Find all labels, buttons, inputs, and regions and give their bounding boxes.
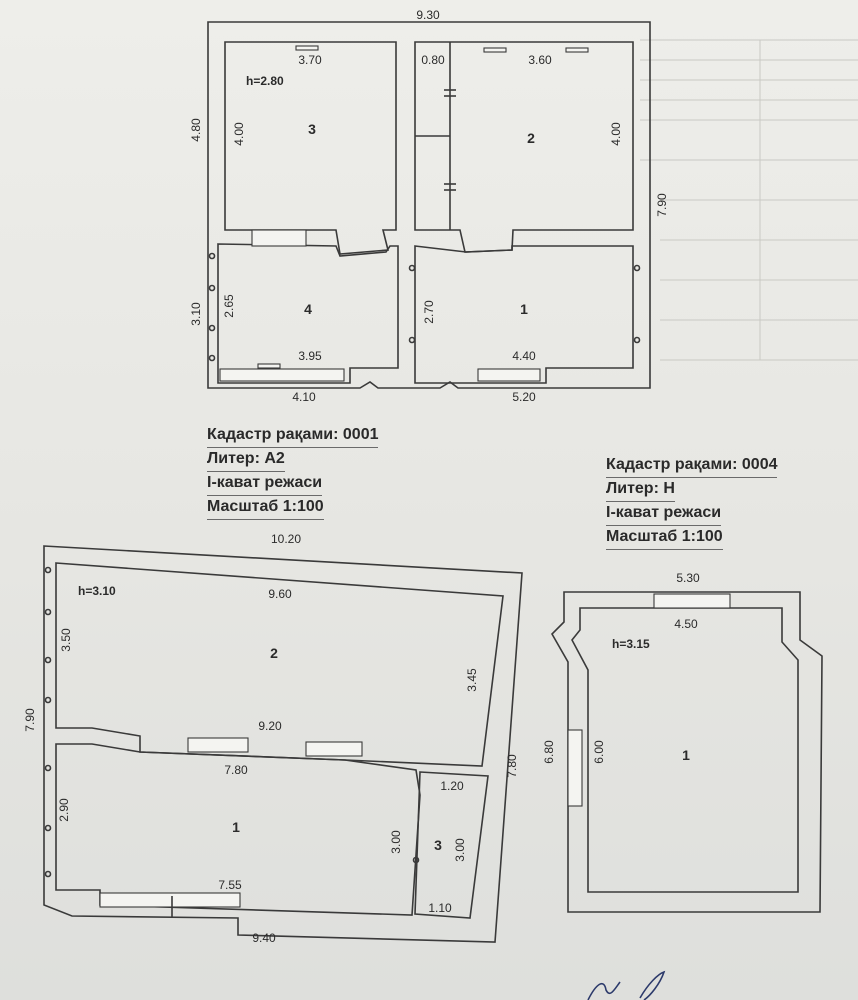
caption-b-scale: Масштаб 1:100 — [606, 525, 723, 550]
plan-a-outer-wall — [207, 21, 651, 389]
plan-a-room4-number: 4 — [304, 301, 312, 317]
caption-plan-a: Кадастр рақами: 0001 Литер: А2 I-кават р… — [207, 423, 379, 520]
plan-b-room1-bottom-width: 7.55 — [218, 878, 242, 892]
plan-a-window-r4 — [257, 363, 281, 369]
plan-c-inner-left: 6.00 — [592, 740, 606, 764]
plan-a-left-dim-upper: 4.80 — [189, 118, 203, 142]
plan-a-top-dim: 9.30 — [416, 8, 440, 22]
plan-b-room3-number: 3 — [434, 837, 442, 853]
caption-a-liter: Литер: А2 — [207, 447, 285, 472]
plan-b-room1-top-width: 7.80 — [224, 763, 248, 777]
plan-a-room1-wall — [414, 245, 634, 384]
plan-c-window-top — [653, 593, 731, 609]
background-table-lines — [640, 39, 858, 361]
plan-a-room1-number: 1 — [520, 301, 528, 317]
plan-b-room3-wall — [414, 771, 489, 919]
plan-b-room3-depth: 3.00 — [453, 838, 467, 862]
plan-a-room1-width: 4.40 — [512, 349, 536, 363]
plan-a-room2-wall — [414, 41, 634, 253]
signature — [587, 970, 666, 1000]
plan-b-room2-height: h=3.10 — [78, 584, 116, 598]
plan-b-window-mid-b — [305, 741, 363, 757]
plan-b-room2-width: 9.60 — [268, 587, 292, 601]
plan-c-inner-top: 4.50 — [674, 617, 698, 631]
plan-c-room1-wall — [571, 607, 799, 893]
plan-b-outer-wall — [43, 545, 523, 943]
plan-b-room1-wall — [55, 743, 421, 916]
plan-a-bottom-left-dim: 4.10 — [292, 390, 316, 404]
plan-c-height: h=3.15 — [612, 637, 650, 651]
plan-a-corridor-width: 0.80 — [421, 53, 445, 67]
plan-a-room2-depth: 4.00 — [609, 122, 623, 146]
plan-a-window-inner-left — [251, 229, 307, 247]
plan-a-bottom-right-dim: 5.20 — [512, 390, 536, 404]
plan-b-room2-left-depth: 3.50 — [59, 628, 73, 652]
plan-a-room3-width: 3.70 — [298, 53, 322, 67]
caption-plan-b: Кадастр рақами: 0004 Литер: Н I-кават ре… — [606, 453, 778, 550]
plan-a-window-r2a — [483, 47, 507, 53]
plan-b-right-dim: 7.80 — [505, 754, 519, 778]
plan-a-room3-number: 3 — [308, 121, 316, 137]
plan-a-window-r3 — [295, 45, 319, 51]
plan-a-room3-height: h=2.80 — [246, 74, 284, 88]
plan-c-room1-number: 1 — [682, 747, 690, 763]
plan-b-room2-number: 2 — [270, 645, 278, 661]
plan-b-window-bottom — [99, 892, 241, 908]
plan-b-room3-top-width: 1.20 — [440, 779, 464, 793]
plan-a-window-bottom-left — [219, 368, 345, 382]
plan-b-mid-dim: 9.20 — [258, 719, 282, 733]
plan-a-room3-depth: 4.00 — [232, 122, 246, 146]
plan-c-left-dim: 6.80 — [542, 740, 556, 764]
plan-a-left-dim-lower: 3.10 — [189, 302, 203, 326]
plan-b-room3-bottom-width: 1.10 — [428, 901, 452, 915]
plan-c-window-left — [567, 729, 583, 807]
plan-b-room2-right-depth: 3.45 — [465, 668, 479, 692]
plan-c-top-dim: 5.30 — [676, 571, 700, 585]
plan-b-room1-depth: 3.00 — [389, 830, 403, 854]
plan-a-window-r2b — [565, 47, 589, 53]
plan-a-room4-depth: 2.65 — [222, 294, 236, 318]
plan-a-room4-wall — [217, 243, 399, 384]
plan-b-bottom-dim: 9.40 — [252, 931, 276, 945]
caption-a-cadastre: Кадастр рақами: 0001 — [207, 423, 379, 448]
plan-a-window-bottom-right — [477, 368, 541, 382]
plan-b-room1-left-depth: 2.90 — [57, 798, 71, 822]
plan-b-top-dim: 10.20 — [271, 532, 301, 546]
caption-a-scale: Масштаб 1:100 — [207, 495, 324, 520]
plan-c: 5.30 4.50 h=3.15 6.80 6.00 1 — [542, 571, 823, 913]
plan-b-room1-number: 1 — [232, 819, 240, 835]
plan-a-room2-number: 2 — [527, 130, 535, 146]
caption-b-liter: Литер: Н — [606, 477, 675, 502]
plan-a-room1-depth: 2.70 — [422, 300, 436, 324]
plan-b-window-mid-a — [187, 737, 249, 753]
plan-c-outer-wall — [551, 591, 823, 913]
caption-b-cadastre: Кадастр рақами: 0004 — [606, 453, 778, 478]
caption-b-floor: I-кават режаси — [606, 501, 722, 526]
plan-b-left-dim: 7.90 — [23, 708, 37, 732]
plan-a: 9.30 4.80 3.10 7.90 4.10 5.20 3.70 h=2.8… — [189, 8, 669, 404]
plan-b: 10.20 7.90 7.80 9.40 h=3.10 9.60 3.50 2 … — [23, 532, 523, 945]
plan-a-right-dim: 7.90 — [655, 193, 669, 217]
plan-a-room2-width: 3.60 — [528, 53, 552, 67]
caption-a-floor: I-кават режаси — [207, 471, 323, 496]
plan-a-room4-width: 3.95 — [298, 349, 322, 363]
